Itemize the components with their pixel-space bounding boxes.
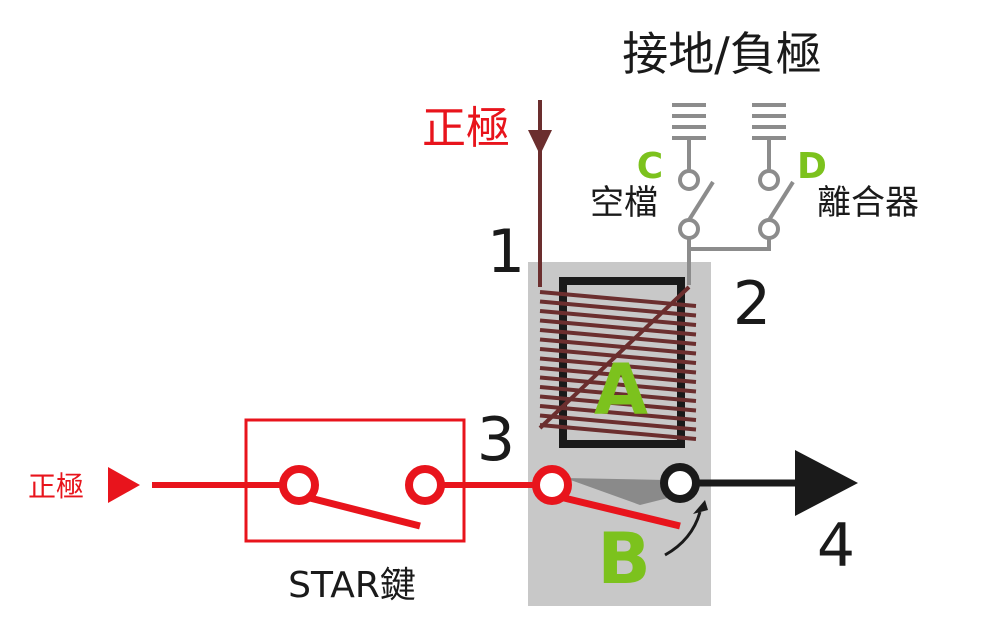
- contact-b-lever: [559, 493, 681, 530]
- coil-winding-turn: [539, 423, 697, 441]
- switch-d-label: D: [797, 146, 827, 187]
- contact-b-label: B: [597, 518, 650, 600]
- coil-winding-turn: [539, 413, 697, 432]
- coil-winding-turn: [539, 328, 697, 346]
- positive-left-label: 正極: [28, 470, 84, 503]
- terminal-4-label: 4: [817, 511, 855, 581]
- start-key-label: STAR鍵: [288, 565, 416, 606]
- terminal-3-contact: [532, 465, 572, 505]
- coil-return-wire: [538, 285, 691, 430]
- positive-input-arrow: [108, 467, 140, 503]
- start-key-lever: [305, 493, 421, 530]
- coil-winding-turn: [539, 337, 697, 356]
- coil-winding-turn: [539, 394, 697, 413]
- contact-motion-arrowhead: [693, 500, 708, 514]
- coil-winding-turn: [539, 309, 697, 327]
- switch-d-clutch: [758, 169, 795, 240]
- coil-winding-turn: [539, 404, 697, 422]
- coil-a-label: A: [594, 349, 648, 431]
- output-arrow: [795, 450, 858, 516]
- contact-shadow: [565, 478, 668, 505]
- terminal-3-label: 3: [477, 405, 515, 475]
- positive-top-label: 正極: [422, 103, 510, 154]
- start-key-contact-right: [405, 465, 445, 505]
- ground-symbol-d: [752, 103, 786, 170]
- start-key-contact-left: [279, 465, 319, 505]
- contact-motion-arrow: [664, 511, 702, 557]
- coil-feed-arrow: [528, 130, 552, 155]
- coil-windings: [539, 290, 697, 441]
- terminal-1-label: 1: [487, 217, 525, 287]
- coil-winding-turn: [539, 356, 697, 375]
- ground-wire: [687, 238, 771, 251]
- coil-winding-turn: [539, 366, 697, 384]
- coil-winding-turn: [539, 299, 697, 318]
- coil-winding-turn: [539, 375, 697, 394]
- start-key-box: [244, 418, 466, 543]
- coil-winding-turn: [539, 385, 697, 403]
- ground-negative-label: 接地/負極: [622, 27, 822, 81]
- ground-symbol-c: [672, 103, 706, 170]
- switch-c-neutral: [678, 169, 715, 240]
- clutch-label: 離合器: [817, 183, 919, 223]
- coil-winding-turn: [539, 318, 697, 337]
- terminal-4-contact: [660, 463, 700, 503]
- neutral-label: 空檔: [590, 183, 658, 223]
- terminal-2-label: 2: [733, 269, 771, 339]
- switch-c-label: C: [637, 146, 663, 187]
